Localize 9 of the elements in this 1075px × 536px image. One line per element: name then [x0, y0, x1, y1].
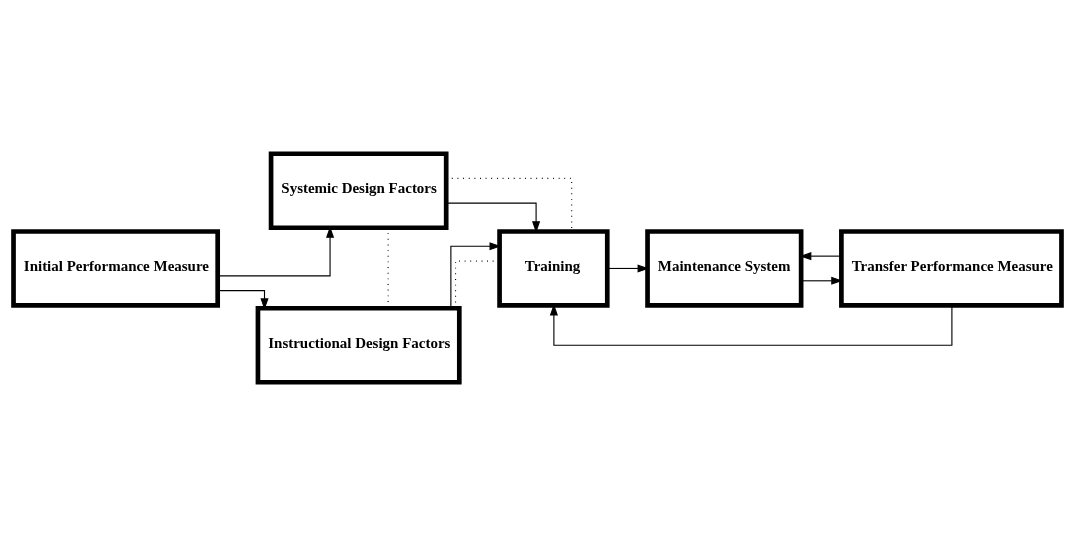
- arrow: [445, 202, 541, 233]
- connector: [445, 177, 573, 232]
- node-box: Initial Performance Measure: [11, 229, 220, 308]
- arrow: [800, 276, 843, 285]
- node-box: Instructional Design Factors: [255, 305, 462, 385]
- node-box: Systemic Design Factors: [268, 151, 449, 231]
- node-box: Transfer Performance Measure: [839, 229, 1064, 308]
- node-box: Maintenance System: [645, 229, 804, 308]
- node-box: Training: [497, 229, 610, 308]
